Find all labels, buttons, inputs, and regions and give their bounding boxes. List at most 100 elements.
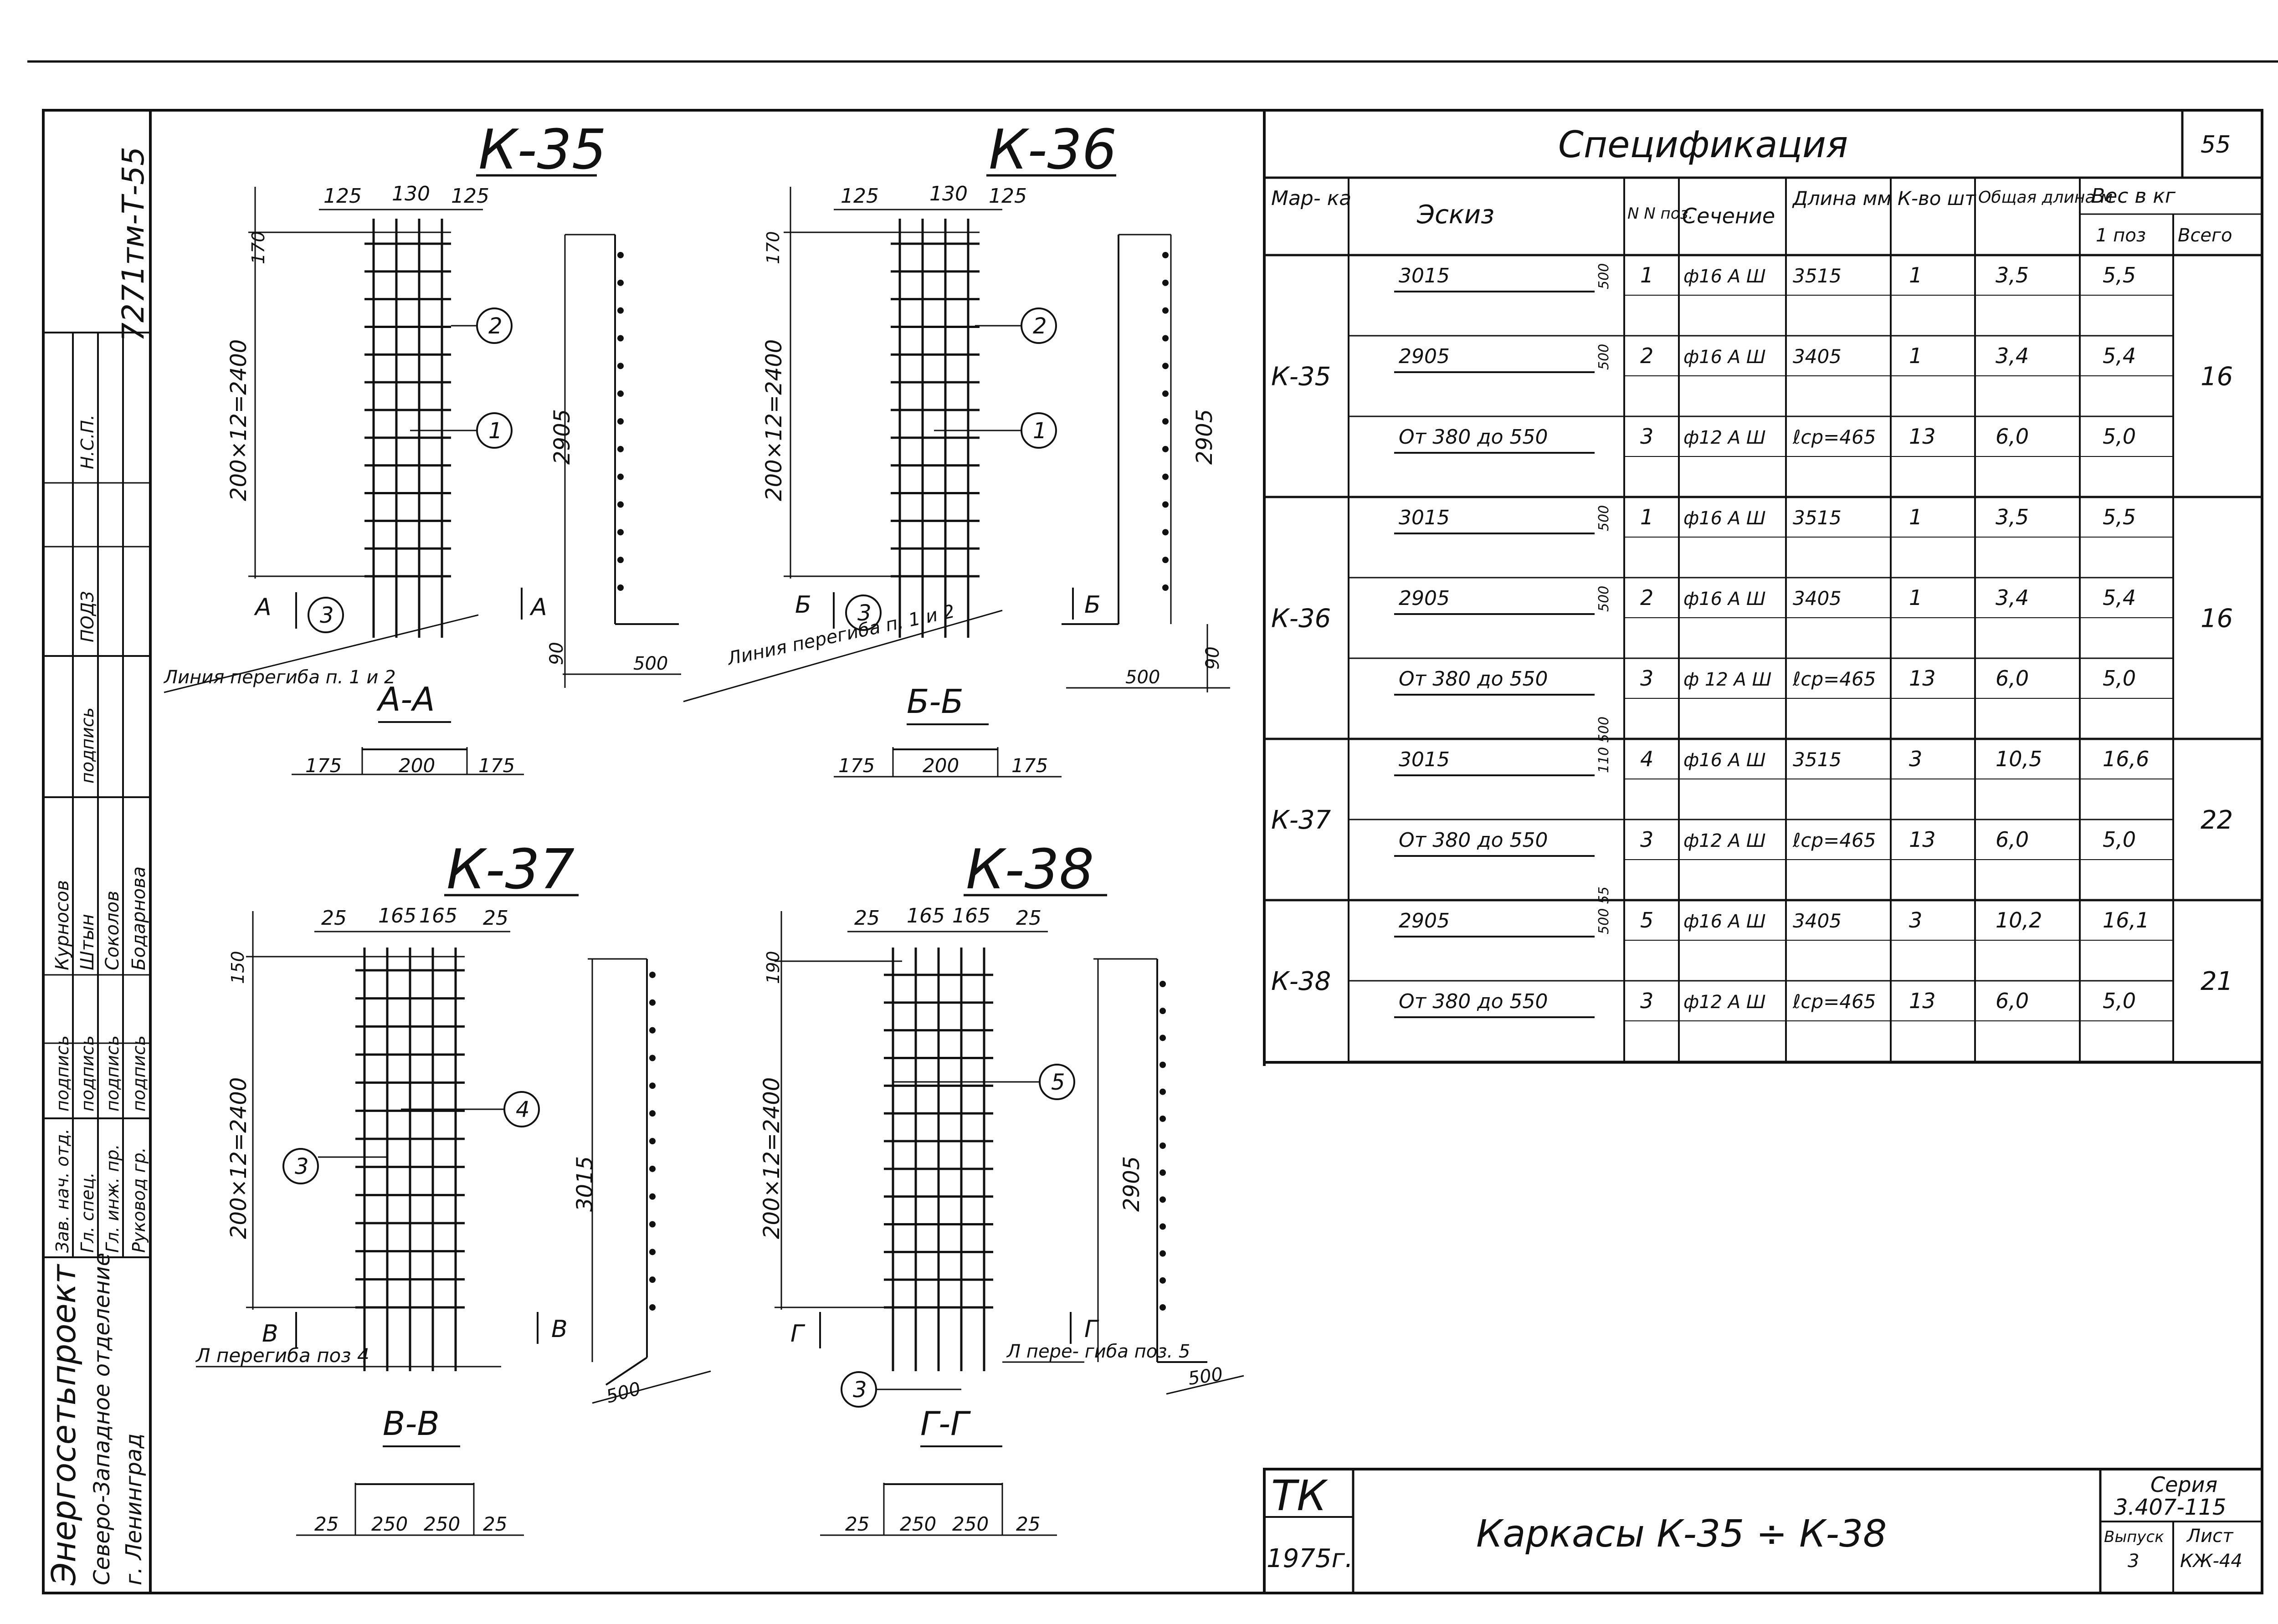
spec-sketch-label: 2905 — [1399, 345, 1450, 368]
k35-bar-dot — [617, 252, 624, 258]
spec-weight-1pos: 16,1 — [2103, 908, 2149, 932]
k37-bar-dot — [649, 999, 656, 1006]
spec-length: 3515 — [1793, 507, 1842, 529]
extra-cell-2: ПОДЗ — [77, 591, 97, 642]
hdr-sketch: Эскиз — [1416, 200, 1494, 230]
specification-table: Спецификация 55 Мар- ка Эскиз N N поз. С… — [1263, 109, 2263, 1064]
title-block-year: 1975г. — [1267, 1544, 1353, 1573]
k38-bar-dot — [1160, 1035, 1166, 1041]
k37-bar-dot — [649, 1110, 656, 1117]
spec-qty: 1 — [1909, 263, 1922, 287]
spec-pos: 3 — [1640, 827, 1653, 852]
k35-bend-note: Линия перегиба п. 1 и 2 — [163, 667, 396, 688]
spec-sketch-label: 3015 — [1399, 506, 1450, 529]
k35-bar-dot — [617, 335, 624, 342]
spec-qty: 13 — [1909, 666, 1936, 691]
k37-callout-3 — [282, 1148, 319, 1184]
signature-2: подпись — [77, 1035, 97, 1112]
k37-bar-dot — [649, 1221, 656, 1228]
organization-name: Энергосетьпроект — [45, 1264, 83, 1586]
k38-section-mark-right: Г — [1084, 1316, 1099, 1343]
k36-bar-dot — [1162, 363, 1169, 369]
spec-total-length: 10,2 — [1996, 908, 2042, 932]
k35-section-dim-3: 175 — [478, 754, 515, 777]
drawing-k36: К-36 125 130 125 170 200×12=2400 2 1 3 Б… — [683, 118, 1230, 778]
k36-section-title: Б-Б — [907, 682, 964, 721]
k37-section-dim-4: 25 — [483, 1513, 507, 1535]
k36-bar-dot — [1162, 335, 1169, 342]
k37-dim-top-1: 25 — [321, 907, 347, 930]
k36-bar-dot — [1162, 418, 1169, 425]
k37-bar-dot — [649, 1193, 656, 1200]
spec-weight-1pos: 5,4 — [2103, 585, 2136, 610]
spec-total-length: 3,4 — [1996, 343, 2029, 368]
spec-total-length: 3,5 — [1996, 505, 2029, 529]
k36-bar-dot — [1162, 279, 1169, 286]
extra-cell-3: подпись — [77, 707, 97, 784]
issue-number: 3 — [2128, 1551, 2139, 1572]
k37-section-title: В-В — [383, 1404, 440, 1443]
k36-bar-dot — [1162, 584, 1169, 591]
k37-dim-top-4: 25 — [483, 907, 508, 930]
spec-weight-1pos: 16,6 — [2103, 747, 2149, 771]
signature-3: подпись — [103, 1035, 123, 1112]
k38-bar-dot — [1160, 1142, 1166, 1149]
spec-weight-1pos: 5,0 — [2103, 989, 2136, 1013]
k36-base-dim: 500 — [1125, 667, 1160, 688]
k35-section-dim-2: 200 — [399, 754, 435, 777]
spec-length: 3515 — [1793, 748, 1842, 771]
k36-dim-vertical: 200×12=2400 — [761, 339, 787, 501]
role-4: Руковод гр. — [129, 1147, 149, 1253]
spec-qty: 13 — [1909, 424, 1936, 449]
spec-qty: 1 — [1909, 505, 1922, 529]
spec-qty: 3 — [1909, 747, 1922, 771]
spec-section: ф16 А Ш — [1683, 347, 1766, 368]
spec-sketch-label: 2905 — [1399, 909, 1450, 932]
sheet-label: Лист — [2186, 1526, 2234, 1547]
k35-callout-1-text: 1 — [488, 418, 503, 444]
k35-section-mark-left: А — [254, 594, 272, 621]
k36-bar-dot — [1162, 390, 1169, 397]
sidebar: 7271тм-Т-55 Н.С.П. ПОДЗ подпись Зав. нач… — [43, 147, 151, 1586]
k38-section-dim-3: 250 — [952, 1513, 989, 1535]
k35-callout-3-text: 3 — [320, 603, 334, 628]
spec-sketch-label: 2905 — [1399, 587, 1450, 610]
spec-section: ф16 А Ш — [1683, 266, 1766, 287]
hdr-length: Длина мм — [1792, 187, 1892, 210]
issue-label: Выпуск — [2104, 1528, 2164, 1546]
k37-dim-top-2: 165 — [378, 904, 416, 927]
spec-pos: 3 — [1640, 424, 1653, 449]
spec-group-mark: К-35 — [1271, 362, 1331, 392]
spec-group-total: 16 — [2201, 604, 2233, 634]
k36-small-dim: 90 — [1202, 646, 1223, 670]
spec-title: Спецификация — [1558, 123, 1848, 166]
k35-dim-top-2: 130 — [392, 182, 430, 205]
spec-length: 3405 — [1793, 345, 1842, 368]
k36-bar-dot — [1162, 501, 1169, 508]
spec-length: 3515 — [1793, 265, 1842, 287]
k36-callout-3-text: 3 — [857, 600, 872, 626]
spec-weight-1pos: 5,0 — [2103, 827, 2136, 852]
spec-sketch-side: 110 500 — [1596, 717, 1612, 773]
k38-section-mark-left: Г — [790, 1320, 806, 1347]
extra-cell-1: Н.С.П. — [77, 415, 97, 469]
series-number: 3.407-115 — [2114, 1495, 2226, 1520]
k38-section-dim-1: 25 — [845, 1513, 869, 1535]
hdr-weight-1pos: 1 поз — [2096, 225, 2146, 246]
k35-side-height: 2905 — [549, 409, 575, 465]
k35-bar-dot — [617, 529, 624, 536]
k36-bar-dot — [1162, 473, 1169, 480]
spec-total-length: 3,5 — [1996, 263, 2029, 287]
k37-bar-dot — [649, 1249, 656, 1255]
spec-group-total: 16 — [2201, 362, 2233, 392]
k37-callout-4-text: 4 — [516, 1097, 530, 1122]
k37-bar-dot — [649, 972, 656, 978]
k38-bar-dot — [1160, 1088, 1166, 1095]
role-1: Зав. нач. отд. — [52, 1128, 72, 1253]
spec-section: ф16 А Ш — [1683, 911, 1766, 932]
hdr-pos: N N поз. — [1627, 205, 1693, 223]
k37-bar-dot — [649, 1276, 656, 1283]
k38-dim-vertical: 200×12=2400 — [759, 1077, 785, 1239]
k36-title: К-36 — [989, 118, 1117, 182]
